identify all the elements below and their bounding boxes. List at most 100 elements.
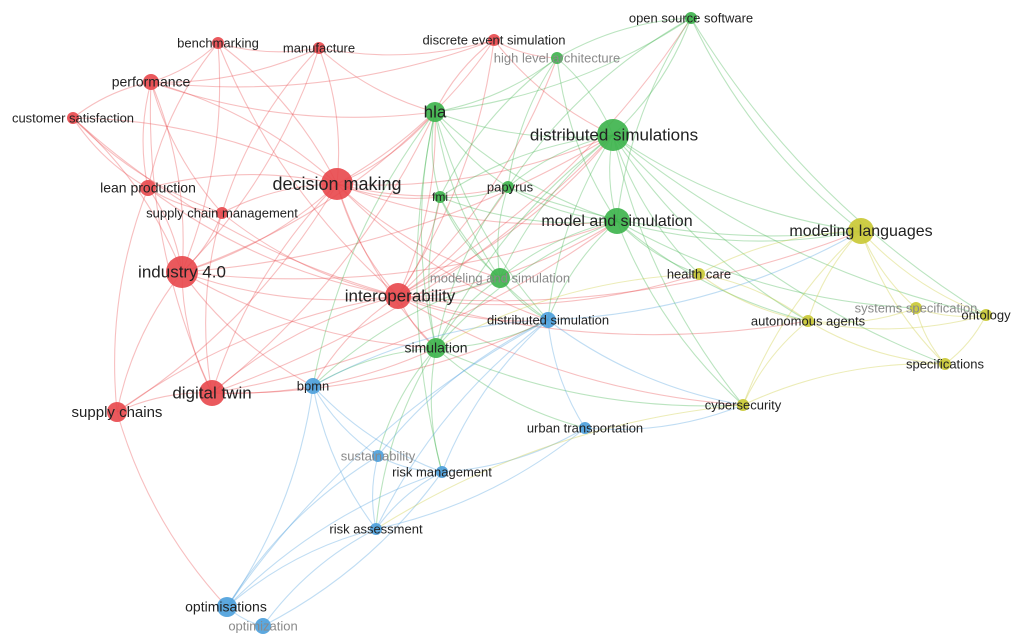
node-model_and_simulation[interactable] <box>604 208 630 234</box>
node-layer <box>67 12 992 634</box>
node-high_level_architecture[interactable] <box>551 52 563 64</box>
node-performance[interactable] <box>143 74 159 90</box>
edge-bpmn-sustainability <box>312 385 379 457</box>
edge-bpmn-risk_management <box>312 385 443 473</box>
node-health_care[interactable] <box>693 268 705 280</box>
edge-decision_making-simulation <box>336 183 437 349</box>
label-systems_specification[interactable]: systems specification <box>855 300 978 315</box>
label-manufacture[interactable]: manufacture <box>283 40 355 55</box>
edge-distributed_simulations-autonomous_agents <box>612 134 809 322</box>
edge-benchmarking-lean_production <box>147 42 219 189</box>
label-digital_twin[interactable]: digital twin <box>172 383 251 402</box>
node-optimization[interactable] <box>255 618 271 634</box>
edge-industry_4_0-bpmn <box>181 271 314 387</box>
label-hla[interactable]: hla <box>424 102 447 121</box>
node-autonomous_agents[interactable] <box>802 315 814 327</box>
label-open_source_software[interactable]: open source software <box>629 10 753 25</box>
node-simulation[interactable] <box>426 338 446 358</box>
node-benchmarking[interactable] <box>212 37 224 49</box>
label-distributed_simulation[interactable]: distributed simulation <box>487 312 609 327</box>
edge-risk_assessment-urban_transportation <box>375 427 586 530</box>
label-distributed_simulations[interactable]: distributed simulations <box>530 125 698 144</box>
node-risk_assessment[interactable] <box>370 523 382 535</box>
edge-industry_4_0-manufacture <box>181 47 320 273</box>
label-interoperability[interactable]: interoperability <box>345 286 456 305</box>
node-risk_management[interactable] <box>436 466 448 478</box>
edge-open_source_software-modeling_languages <box>690 17 862 232</box>
node-systems_specification[interactable] <box>910 302 922 314</box>
label-industry_4_0[interactable]: industry 4.0 <box>138 262 226 281</box>
edge-interoperability-open_source_software <box>397 17 692 297</box>
edge-performance-supply_chain_management <box>150 81 223 214</box>
label-cybersecurity[interactable]: cybersecurity <box>705 397 782 412</box>
node-sustainability[interactable] <box>372 450 384 462</box>
node-decision_making[interactable] <box>321 168 353 200</box>
node-interoperability[interactable] <box>385 283 411 309</box>
node-papyrus[interactable] <box>502 181 514 193</box>
edge-simulation-distributed_simulation <box>435 319 549 349</box>
node-bpmn[interactable] <box>305 378 321 394</box>
node-lean_production[interactable] <box>140 180 156 196</box>
node-distributed_simulation[interactable] <box>540 312 556 328</box>
edge-open_source_software-ontology <box>690 17 987 316</box>
edge-risk_management-urban_transportation <box>441 427 586 473</box>
label-simulation[interactable]: simulation <box>404 340 467 356</box>
label-optimization[interactable]: optimization <box>228 618 297 633</box>
edge-industry_4_0-distributed_simulations <box>181 134 614 273</box>
node-manufacture[interactable] <box>313 42 325 54</box>
label-health_care[interactable]: health care <box>667 266 731 281</box>
label-fmi[interactable]: fmi <box>432 190 448 204</box>
label-benchmarking[interactable]: benchmarking <box>177 35 259 50</box>
edge-model_and_simulation-autonomous_agents <box>616 220 809 322</box>
label-supply_chain_management[interactable]: supply chain management <box>146 205 298 220</box>
label-bpmn[interactable]: bpmn <box>297 378 330 393</box>
node-discrete_event_simulation[interactable] <box>488 34 500 46</box>
label-autonomous_agents[interactable]: autonomous agents <box>751 313 866 328</box>
node-cybersecurity[interactable] <box>737 399 749 411</box>
label-lean_production[interactable]: lean production <box>100 180 196 196</box>
label-model_and_simulation[interactable]: model and simulation <box>541 213 692 230</box>
node-digital_twin[interactable] <box>199 380 225 406</box>
label-risk_management[interactable]: risk management <box>392 464 492 479</box>
node-customer_satisfaction[interactable] <box>67 112 79 124</box>
label-optimisations[interactable]: optimisations <box>185 599 267 615</box>
node-supply_chain_management[interactable] <box>216 207 228 219</box>
edge-fmi-distributed_simulation <box>439 196 549 321</box>
node-hla[interactable] <box>425 102 445 122</box>
label-modeling_and_simulation[interactable]: modeling and simulation <box>430 270 570 285</box>
edge-interoperability-bpmn <box>312 295 399 387</box>
node-modeling_and_simulation[interactable] <box>490 268 510 288</box>
edge-customer_satisfaction-supply_chain_management <box>72 117 223 214</box>
node-industry_4_0[interactable] <box>166 256 198 288</box>
label-urban_transportation[interactable]: urban transportation <box>527 420 643 435</box>
node-modeling_languages[interactable] <box>848 218 874 244</box>
label-papyrus[interactable]: papyrus <box>487 179 534 194</box>
edge-high_level_architecture-papyrus <box>507 57 558 188</box>
node-fmi[interactable] <box>434 191 446 203</box>
edge-open_source_software-papyrus <box>507 17 692 188</box>
edge-decision_making-lean_production <box>147 174 338 189</box>
edge-distributed_simulations-cybersecurity <box>612 134 744 406</box>
node-optimisations[interactable] <box>217 597 237 617</box>
label-modeling_languages[interactable]: modeling languages <box>789 223 932 240</box>
node-distributed_simulations[interactable] <box>597 119 629 151</box>
edge-decision_making-interoperability <box>336 183 399 297</box>
label-customer_satisfaction[interactable]: customer satisfaction <box>12 110 134 125</box>
node-urban_transportation[interactable] <box>579 422 591 434</box>
label-sustainability[interactable]: sustainability <box>341 448 416 463</box>
label-specifications[interactable]: specifications <box>906 356 985 371</box>
node-supply_chains[interactable] <box>107 402 127 422</box>
edge-distributed_simulation-bpmn <box>312 319 549 387</box>
edge-modeling_languages-cybersecurity <box>742 230 862 406</box>
label-high_level_architecture[interactable]: high level architecture <box>494 50 620 65</box>
label-supply_chains[interactable]: supply chains <box>72 404 163 421</box>
edge-risk_management-optimisations <box>226 471 443 608</box>
label-discrete_event_simulation[interactable]: discrete event simulation <box>422 32 565 47</box>
label-performance[interactable]: performance <box>112 74 191 90</box>
node-open_source_software[interactable] <box>685 12 697 24</box>
label-ontology[interactable]: ontology <box>961 307 1011 322</box>
node-ontology[interactable] <box>980 309 992 321</box>
label-decision_making[interactable]: decision making <box>272 174 401 194</box>
label-risk_assessment[interactable]: risk assessment <box>329 521 423 536</box>
node-specifications[interactable] <box>939 358 951 370</box>
